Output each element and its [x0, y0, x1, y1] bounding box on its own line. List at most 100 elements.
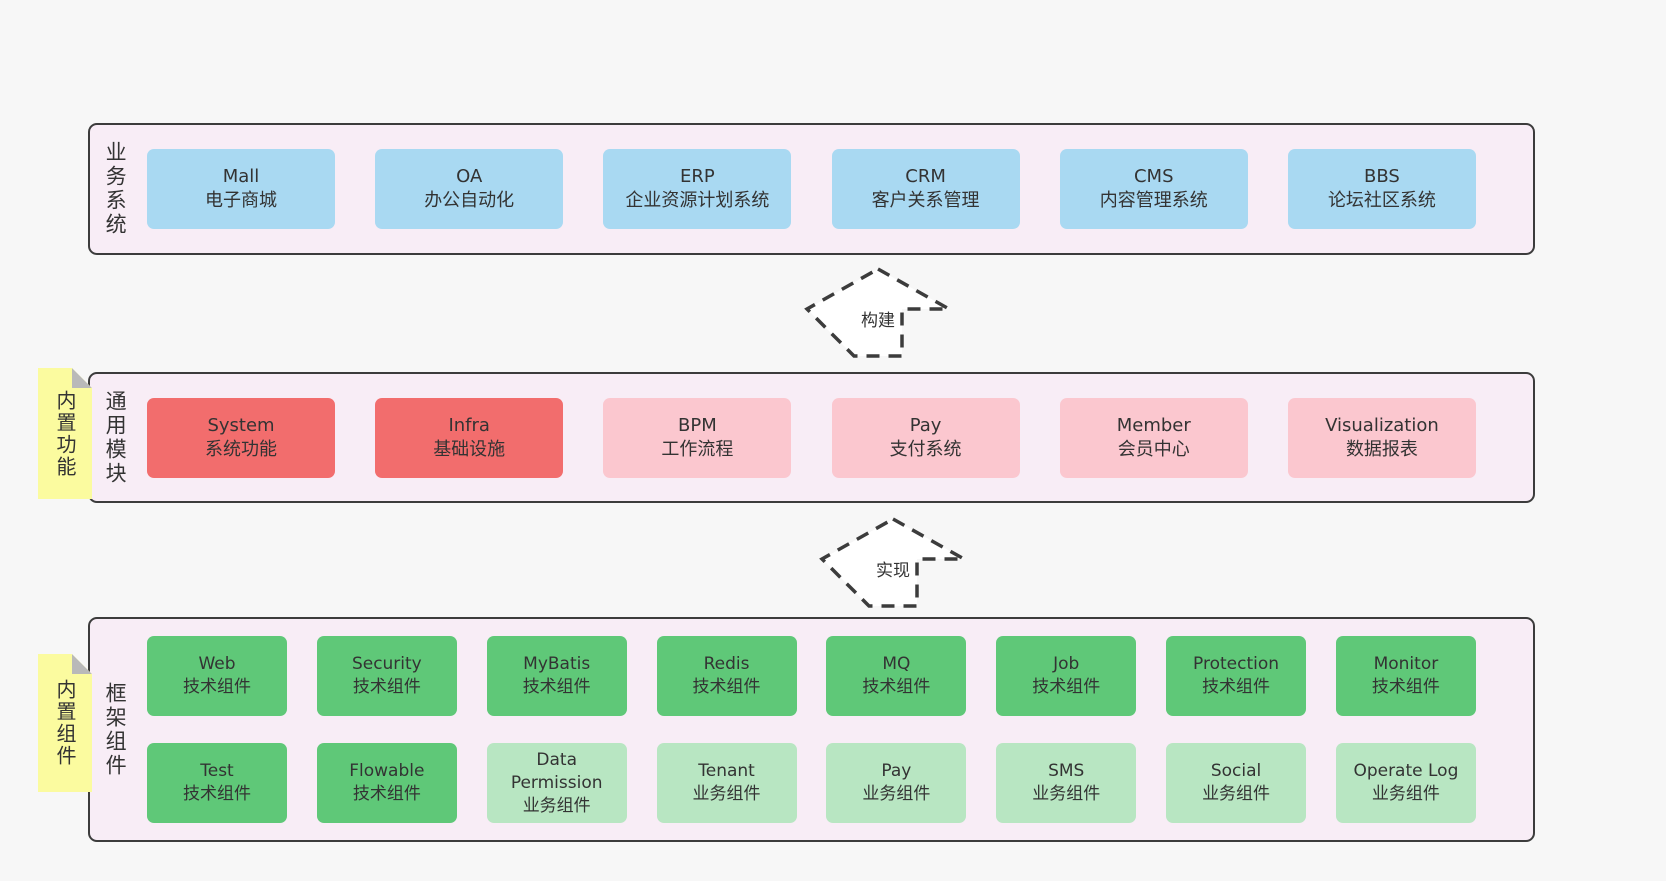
- component-name: MQ: [882, 654, 911, 674]
- component-desc: 技术组件: [1371, 677, 1440, 697]
- component-name: Infra: [448, 414, 490, 436]
- component-name: Pay: [909, 414, 942, 436]
- component-name: Visualization: [1325, 414, 1439, 436]
- component-name: BBS: [1364, 166, 1400, 187]
- component-desc: 业务组件: [1032, 784, 1101, 804]
- component-desc: 会员中心: [1117, 438, 1190, 460]
- component-name: Protection: [1193, 654, 1280, 674]
- component-desc: 内容管理系统: [1099, 190, 1208, 211]
- component-box-job: Job 技术组件: [996, 636, 1137, 716]
- component-name: CMS: [1133, 166, 1174, 187]
- component-box-test: Test 技术组件: [147, 743, 287, 823]
- component-name: Operate Log: [1353, 761, 1459, 781]
- component-name: CRM: [905, 166, 946, 187]
- component-name: System: [207, 414, 275, 436]
- component-desc: 工作流程: [661, 438, 734, 460]
- component-name: ERP: [680, 166, 715, 187]
- component-box-web: Web 技术组件: [147, 636, 287, 716]
- component-desc: 技术组件: [352, 677, 421, 697]
- component-name: Flowable: [349, 761, 425, 781]
- component-desc: 企业资源计划系统: [625, 190, 770, 211]
- component-name: Tenant: [698, 761, 755, 781]
- component-box-flowable: Flowable 技术组件: [316, 743, 457, 823]
- component-name: Member: [1116, 414, 1191, 436]
- component-desc: 数据报表: [1345, 438, 1418, 460]
- component-desc: 业务组件: [862, 784, 931, 804]
- common-modules-section-label: 通用模块: [103, 389, 128, 486]
- component-desc: 业务组件: [522, 795, 591, 816]
- component-box-operate-log: Operate Log 业务组件: [1335, 743, 1476, 823]
- component-name: BPM: [678, 414, 717, 436]
- component-box-mybatis: MyBatis 技术组件: [486, 636, 627, 716]
- component-name: Data Permission: [510, 749, 603, 793]
- component-name: Mall: [222, 166, 260, 187]
- business-systems-section-label: 业务系统: [103, 141, 128, 237]
- component-name: Pay: [881, 761, 912, 781]
- component-box-mall: Mall 电子商城: [147, 149, 335, 229]
- framework-components-section-label: 框架组件: [103, 681, 128, 778]
- component-desc: 技术组件: [522, 677, 591, 697]
- component-desc: 客户关系管理: [871, 190, 980, 211]
- component-desc: 基础设施: [433, 438, 506, 460]
- component-box-crm: CRM 客户关系管理: [831, 149, 1020, 229]
- component-desc: 技术组件: [183, 784, 251, 804]
- built-in-features-sticky-note: 内置功能: [38, 368, 92, 499]
- component-desc: 业务组件: [1202, 784, 1271, 804]
- component-box-redis: Redis 技术组件: [656, 636, 797, 716]
- component-desc: 技术组件: [692, 677, 761, 697]
- component-desc: 技术组件: [352, 784, 421, 804]
- component-name: Job: [1053, 654, 1080, 674]
- component-name: Test: [200, 761, 234, 781]
- component-box-security: Security 技术组件: [316, 636, 457, 716]
- component-desc: 技术组件: [1032, 677, 1101, 697]
- built-in-features-sticky-label: 内置功能: [53, 389, 77, 478]
- component-name: Web: [198, 654, 236, 674]
- built-in-components-sticky-note: 内置组件: [38, 654, 92, 792]
- component-desc: 技术组件: [1202, 677, 1271, 697]
- component-box-tenant: Tenant 业务组件: [656, 743, 797, 823]
- component-desc: 业务组件: [692, 784, 761, 804]
- component-desc: 系统功能: [205, 438, 277, 460]
- component-box-mq: MQ 技术组件: [826, 636, 967, 716]
- component-name: MyBatis: [523, 654, 591, 674]
- component-box-social: Social 业务组件: [1166, 743, 1307, 823]
- component-desc: 技术组件: [183, 677, 251, 697]
- component-name: Social: [1210, 761, 1262, 781]
- build-arrow-label: 构建: [858, 305, 898, 332]
- built-in-components-sticky-label: 内置组件: [53, 679, 77, 767]
- component-name: Security: [351, 654, 422, 674]
- component-name: SMS: [1048, 761, 1085, 781]
- component-desc: 技术组件: [862, 677, 931, 697]
- component-desc: 电子商城: [205, 190, 277, 211]
- implement-arrow: 实现: [813, 516, 973, 611]
- component-desc: 业务组件: [1371, 784, 1440, 804]
- component-name: Redis: [703, 654, 750, 674]
- component-box-cms: CMS 内容管理系统: [1059, 149, 1248, 229]
- implement-arrow-label: 实现: [873, 555, 913, 582]
- component-box-bbs: BBS 论坛社区系统: [1287, 149, 1476, 229]
- component-box-sms: SMS 业务组件: [996, 743, 1137, 823]
- component-desc: 办公自动化: [424, 190, 515, 211]
- component-box-protection: Protection 技术组件: [1166, 636, 1307, 716]
- component-desc: 论坛社区系统: [1327, 190, 1436, 211]
- build-arrow: 构建: [798, 266, 958, 361]
